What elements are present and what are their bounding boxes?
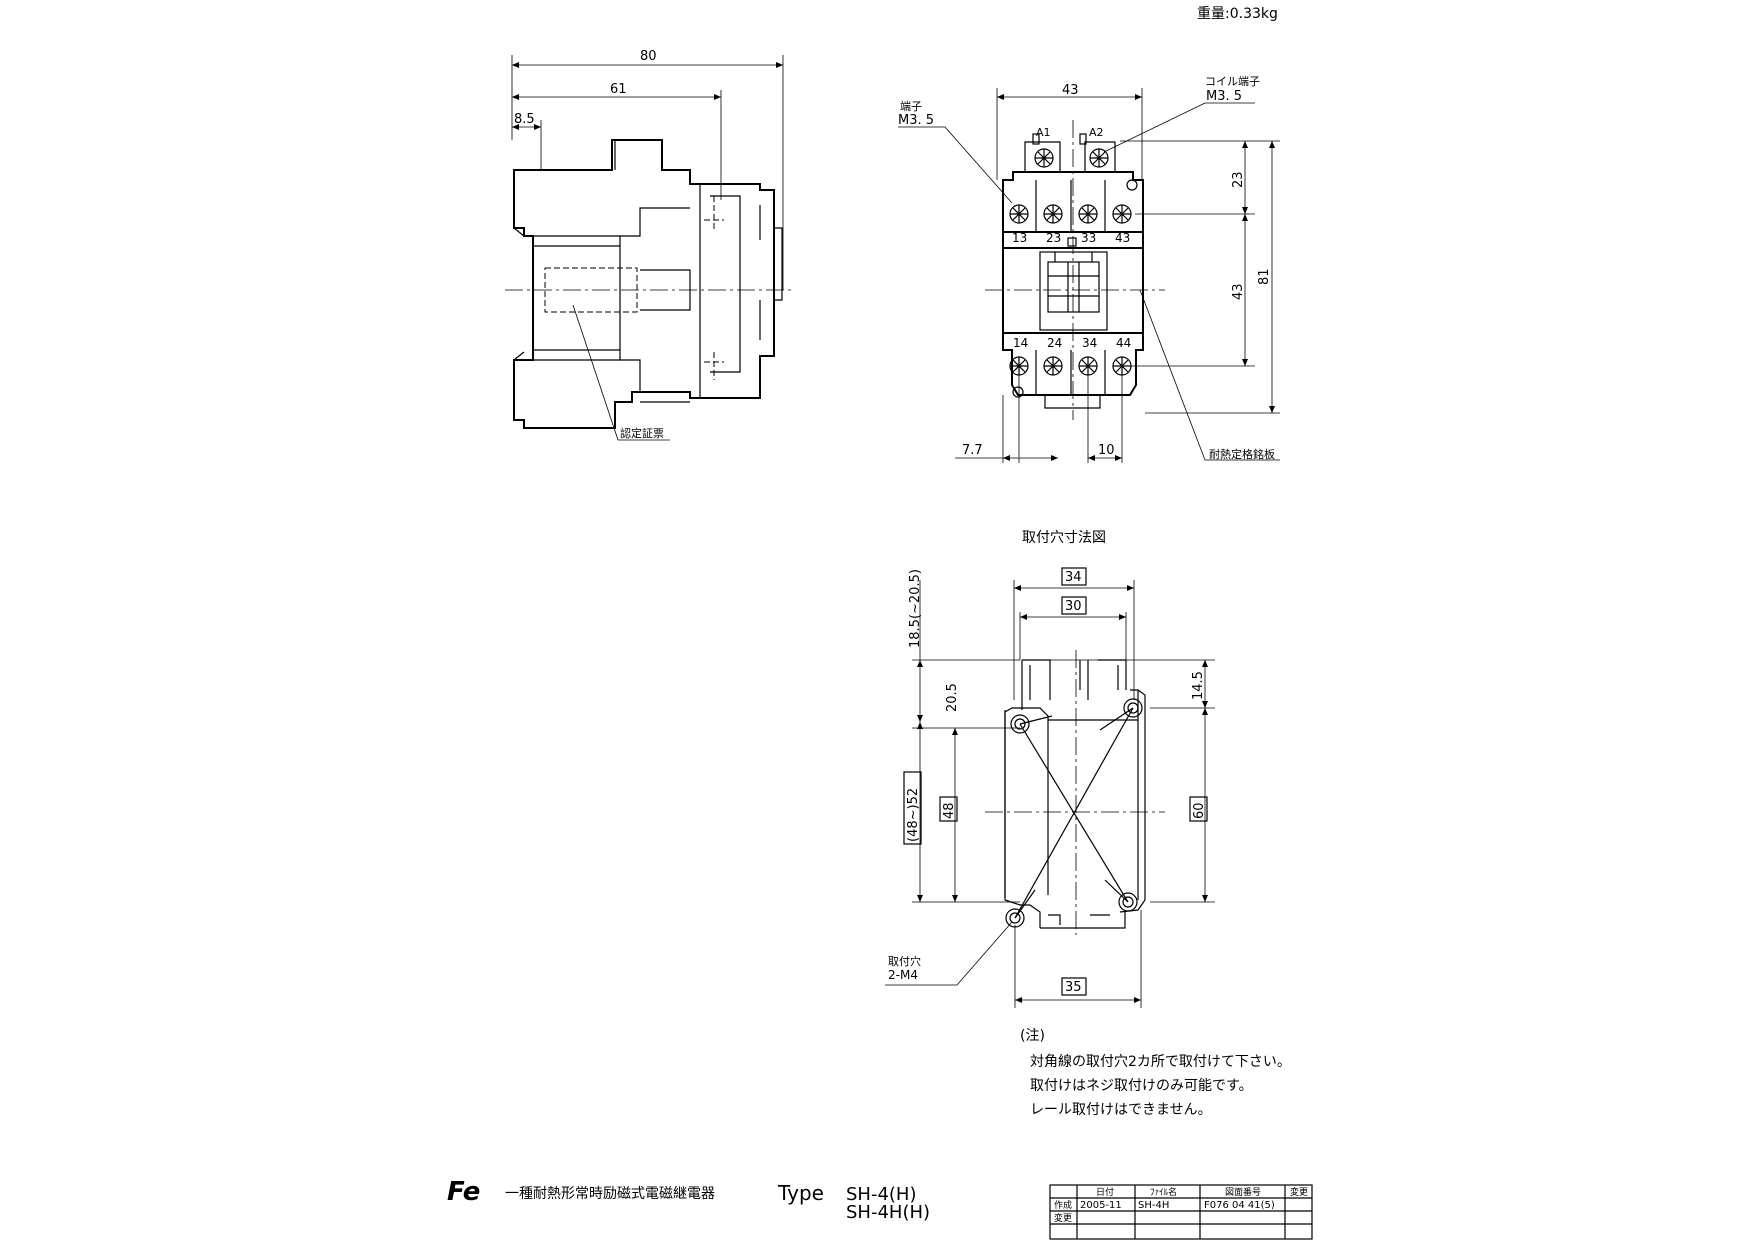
dim-81: 81 [1257, 268, 1272, 285]
dim-43-top: 43 [1062, 83, 1079, 98]
col-header-file: ﾌｧｲﾙ名 [1150, 1186, 1177, 1198]
product-name: 一種耐熱形常時励磁式電磁継電器 [505, 1186, 715, 1202]
terminal-label: 端子 [900, 100, 922, 113]
coil-screw-a1 [1034, 148, 1054, 168]
cell-file: SH-4H [1138, 1200, 1169, 1211]
col-header-drawing-no: 図面番号 [1225, 1186, 1261, 1198]
plate-label: 耐熱定格銘板 [1209, 447, 1275, 461]
mounting-hole-drawing: 取付穴寸法図 34 30 48 (48~)52 20.5 18.5(~20.5)… [885, 530, 1215, 1008]
dim-14-5: 14.5 [1191, 671, 1206, 700]
title-block: Fe 一種耐熱形常時励磁式電磁継電器 Type SH-4(H) SH-4H(H) [447, 1177, 930, 1223]
coil-a2: A2 [1089, 126, 1104, 139]
row-label-created: 作成 [1054, 1199, 1072, 1211]
mounting-hole-top-right [1123, 698, 1143, 718]
dim-20-5: 20.5 [945, 683, 960, 712]
weight-label: 重量:0.33kg [1197, 6, 1278, 22]
dim-80: 80 [640, 49, 657, 64]
bottom-terminal-44: 44 [1116, 336, 1131, 350]
dim-30: 30 [1065, 599, 1082, 614]
dim-48: 48 [942, 802, 957, 819]
col-header-date: 日付 [1096, 1187, 1114, 1198]
bottom-terminal-34: 34 [1082, 336, 1097, 350]
model-2: SH-4H(H) [846, 1202, 930, 1223]
top-terminal-43: 43 [1115, 231, 1130, 245]
notes-heading: (注) [1020, 1028, 1045, 1044]
brand-logo: Fe [447, 1177, 480, 1207]
note-line-2: 取付けはネジ取付けのみ可能です。 [1030, 1078, 1253, 1094]
note-line-3: レール取付けはできません。 [1030, 1102, 1212, 1118]
mounting-hole-top-left [1010, 714, 1030, 734]
dim-10: 10 [1098, 443, 1115, 458]
bottom-terminal-14: 14 [1013, 336, 1028, 350]
hole-spec: 2-M4 [888, 968, 918, 982]
dim-34: 34 [1065, 570, 1082, 585]
coil-screw-a2 [1089, 148, 1109, 168]
hole-label: 取付穴 [888, 954, 921, 968]
coil-a1: A1 [1036, 126, 1051, 139]
top-terminal-33: 33 [1081, 231, 1096, 245]
top-terminal-23: 23 [1046, 231, 1061, 245]
model-1: SH-4(H) [846, 1184, 917, 1205]
coil-terminal-screw: M3. 5 [1206, 89, 1242, 104]
cert-label: 認定証票 [620, 426, 664, 440]
cell-drawing-no: F076 04 41(5) [1204, 1200, 1275, 1211]
dim-18-5: 18.5(~20.5) [908, 569, 923, 648]
row-label-changed: 変更 [1054, 1212, 1072, 1224]
top-terminal-screws [1009, 204, 1132, 224]
dim-35: 35 [1065, 980, 1082, 995]
dim-7-7: 7.7 [962, 443, 983, 458]
col-header-change: 変更 [1290, 1186, 1308, 1198]
type-label: Type [777, 1181, 824, 1205]
bottom-terminal-24: 24 [1047, 336, 1062, 350]
mounting-title: 取付穴寸法図 [1022, 530, 1106, 546]
mounting-hole-bottom-right [1118, 892, 1138, 912]
terminal-screw: M3. 5 [898, 113, 934, 128]
revision-table: 日付 ﾌｧｲﾙ名 図面番号 変更 作成 変更 2005-11 SH-4H F07… [1049, 1184, 1313, 1240]
dim-60: 60 [1192, 802, 1207, 819]
bottom-terminal-screws [1009, 356, 1132, 376]
dim-48-52: (48~)52 [906, 788, 921, 842]
dim-43-right: 43 [1231, 283, 1246, 300]
side-view: 80 61 8.5 認定証票 [505, 49, 793, 441]
dim-61: 61 [610, 82, 627, 97]
front-view: 43 A1 A2 13 23 33 43 [898, 75, 1280, 463]
coil-terminal-label: コイル端子 [1205, 75, 1260, 88]
cell-date: 2005-11 [1080, 1200, 1122, 1211]
dim-23: 23 [1231, 171, 1246, 188]
notes: (注) 対角線の取付穴2カ所で取付けて下さい。 取付けはネジ取付けのみ可能です。… [1020, 1028, 1291, 1118]
note-line-1: 対角線の取付穴2カ所で取付けて下さい。 [1030, 1054, 1291, 1070]
top-terminal-13: 13 [1012, 231, 1027, 245]
dim-8-5: 8.5 [514, 112, 535, 127]
